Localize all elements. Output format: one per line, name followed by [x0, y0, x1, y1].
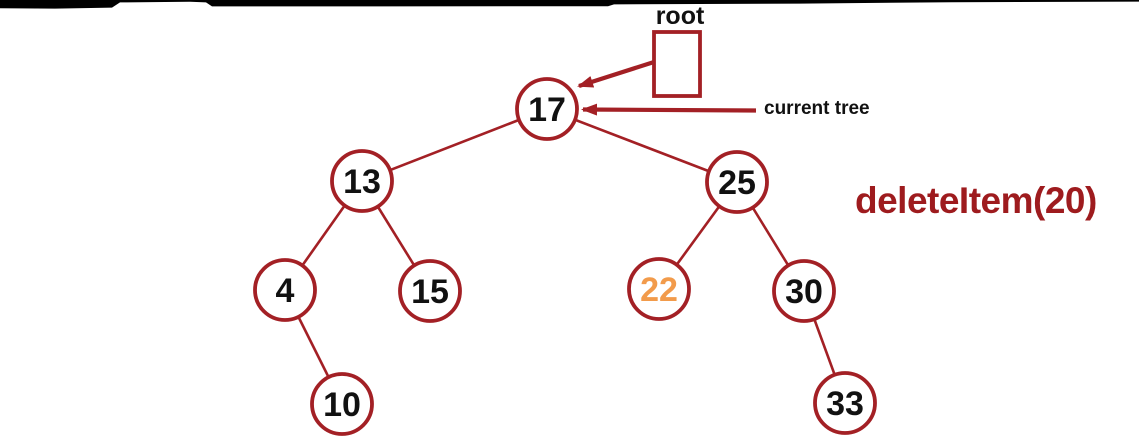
tree-node: 33: [813, 371, 877, 435]
tree-node: 15: [398, 259, 462, 323]
tree-edge: [546, 107, 738, 184]
current-tree-label: current tree: [764, 98, 870, 119]
tree-node: 17: [515, 77, 579, 141]
node-value: 15: [411, 273, 449, 311]
delete-call-label: deleteItem(20): [855, 180, 1097, 221]
node-circle: [310, 372, 374, 436]
node-value: 30: [785, 273, 823, 311]
node-value: 17: [528, 91, 566, 129]
tree-node: 22: [627, 257, 691, 321]
tree-edge: [361, 107, 548, 183]
node-value: 22: [640, 271, 678, 309]
tree-node: 30: [772, 259, 836, 323]
node-circle: [772, 259, 836, 323]
node-circle: [627, 257, 691, 321]
tree-node: 4: [253, 258, 317, 322]
root-pointer-box: [652, 30, 702, 98]
node-circle: [398, 259, 462, 323]
root-pointer-arrow: [577, 59, 655, 89]
current-tree-arrow: [581, 103, 757, 116]
node-value: 10: [323, 386, 361, 424]
node-value: 25: [718, 164, 756, 202]
tree-nodes: 17 13 25 4 15 22 30 10 33: [253, 77, 877, 436]
root-label: root: [655, 2, 705, 30]
node-circle: [253, 258, 317, 322]
tree-node: 13: [330, 149, 394, 213]
scan-artifact-band: [0, 0, 1139, 9]
node-value: 13: [343, 163, 381, 201]
node-value: 4: [276, 272, 295, 310]
node-circle: [330, 149, 394, 213]
tree-node: 25: [705, 150, 769, 214]
node-circle: [705, 150, 769, 214]
node-value: 33: [826, 385, 864, 423]
tree-node: 10: [310, 372, 374, 436]
node-circle: [515, 77, 579, 141]
node-circle: [813, 371, 877, 435]
